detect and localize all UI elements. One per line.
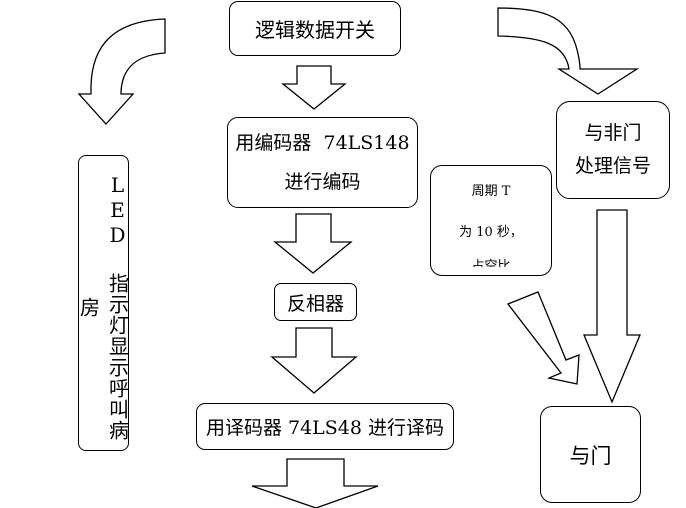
period-note-box: 周期 T 为 10 秒， 占空比: [430, 165, 552, 276]
arrow-nand-to-and: [583, 209, 641, 404]
inverter-box: 反相器: [274, 283, 357, 321]
inverter-label: 反相器: [286, 292, 344, 315]
arrow-switch-to-encoder: [281, 65, 347, 110]
led-display-label: LED 指示灯显示呼叫病房: [76, 173, 130, 441]
period-label-line3: 占空比: [471, 259, 511, 267]
encoder-label-line2: 进行编码: [284, 170, 361, 193]
arrow-period-to-and: [506, 291, 580, 385]
arrow-curved-to-nand: [497, 7, 640, 95]
arrow-decoder-down: [251, 458, 379, 508]
led-display-box: LED 指示灯显示呼叫病房: [77, 155, 130, 451]
and-gate-box: 与门: [540, 406, 641, 503]
nand-gate-box: 与非门 处理信号: [556, 101, 670, 199]
period-label-line2: 为 10 秒，: [459, 225, 523, 240]
arrow-encoder-to-inverter: [273, 213, 353, 274]
nand-label-line1: 与非门: [584, 122, 642, 144]
decoder-box: 用译码器 74LS48 进行译码: [196, 403, 454, 450]
nand-label-line2: 处理信号: [574, 155, 651, 177]
and-gate-label: 与门: [569, 443, 612, 468]
logic-data-switch-label: 逻辑数据开关: [255, 18, 375, 42]
encoder-label-line1: 用编码器 74LS148: [235, 131, 410, 154]
arrow-curved-to-led: [77, 18, 166, 125]
arrow-inverter-to-decoder: [270, 327, 358, 394]
logic-data-switch-box: 逻辑数据开关: [229, 1, 401, 56]
encoder-box: 用编码器 74LS148 进行编码: [227, 117, 418, 208]
decoder-label: 用译码器 74LS48 进行译码: [205, 417, 445, 439]
period-label-line1: 周期 T: [471, 184, 511, 199]
